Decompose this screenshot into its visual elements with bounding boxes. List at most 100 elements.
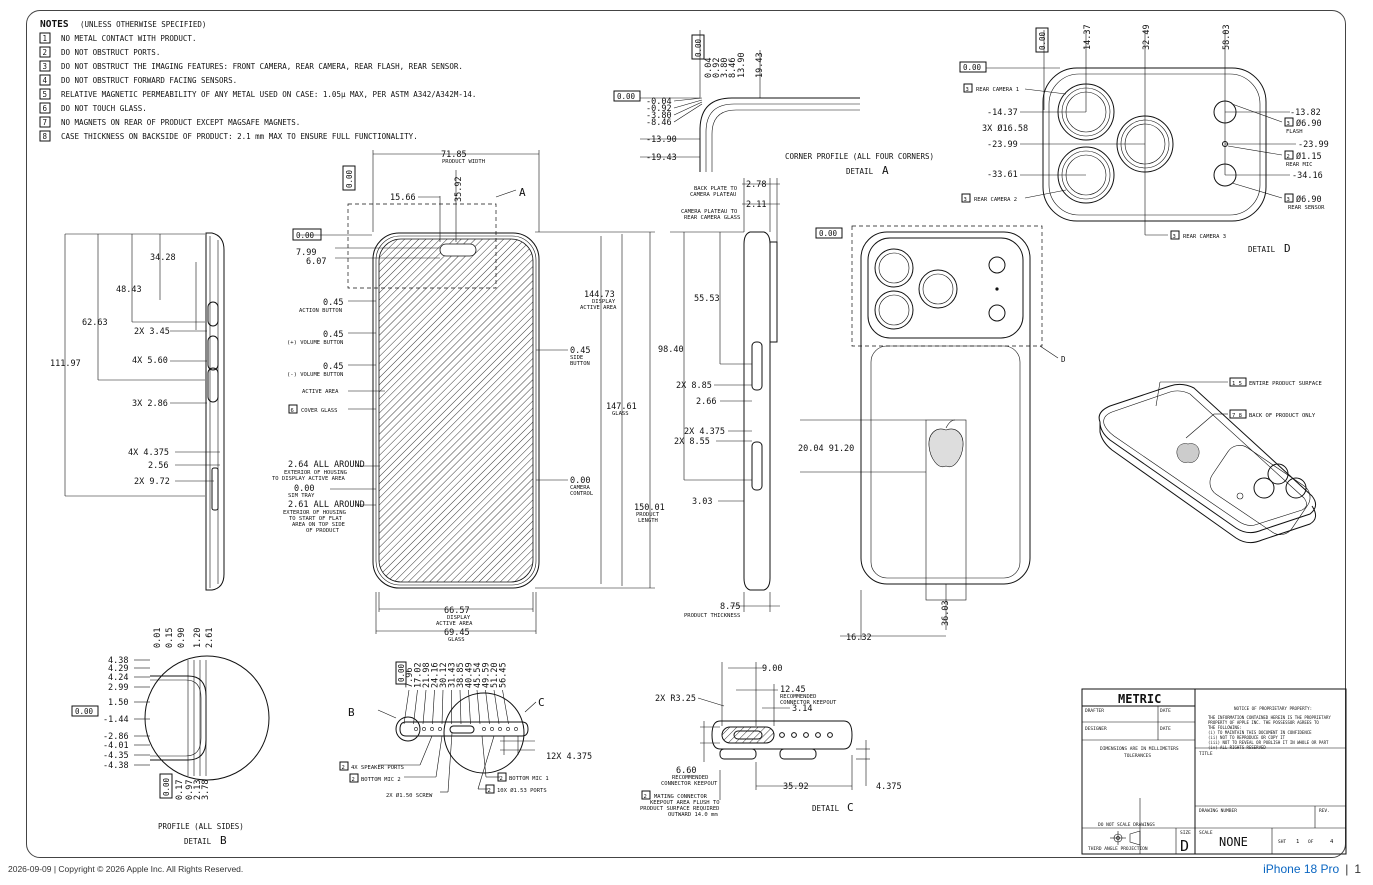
dim-6-60: 6.60: [676, 766, 696, 776]
dim-6-60-label-1: RECOMMENDED: [672, 775, 708, 781]
note-number: 3: [43, 62, 48, 71]
label-vol-up: (+) VOLUME BUTTON: [287, 340, 343, 346]
flash-dim: Ø6.90: [1296, 118, 1322, 129]
note-number: 1: [43, 34, 48, 43]
callout-1-text: ENTIRE PRODUCT SURFACE: [1249, 381, 1322, 387]
profile-left-dim: 1.50: [108, 698, 128, 708]
profile-bottom-dim: 2.13: [193, 780, 203, 800]
title-label: TITLE: [1199, 751, 1213, 757]
mic-num: 2: [1287, 154, 1290, 160]
zero-box: [395, 661, 407, 685]
leader-line: [673, 97, 703, 102]
profile-left-dim: -4.01: [103, 741, 129, 751]
dim-line: [403, 689, 410, 725]
note-number: 8: [43, 132, 48, 141]
thickness-view: 2.78 BACK PLATE TO CAMERA PLATEAU 2.11 C…: [658, 178, 780, 619]
detail-label: DETAIL: [812, 804, 840, 813]
profile-left-dim: -4.38: [103, 761, 129, 771]
rear-camera-2: [874, 290, 914, 330]
iso-camera: [1285, 477, 1307, 499]
dim-2-78: 2.78: [746, 180, 766, 190]
label-cover-glass: COVER GLASS: [301, 408, 337, 414]
mic-label: REAR MIC: [1286, 162, 1313, 168]
mic-port-hole: [506, 727, 510, 731]
dim-14-37: 14.37: [1083, 24, 1093, 50]
dim-12-45-label-2: CONNECTOR KEEPOUT: [780, 700, 837, 706]
mating-num: 2: [644, 794, 647, 800]
label-cam-ctrl-2: CONTROL: [570, 491, 594, 497]
size-value: D: [1180, 837, 1189, 855]
dim-side-btn: 0.45: [570, 346, 590, 356]
leader-line: [673, 101, 703, 116]
third-angle-projection-icon: [1110, 830, 1141, 846]
detail-c-marker: C: [538, 696, 545, 709]
callout-2-nums: 7 8: [1232, 413, 1242, 419]
zero-label: 0.00: [345, 169, 354, 188]
bottom-top-dim: 38.85: [456, 662, 466, 688]
dim-side-2: 48.43: [116, 285, 142, 295]
bottom-top-dim: 49.59: [482, 662, 492, 688]
profile-top-dim: 2.61: [205, 628, 215, 648]
note-number: 4: [43, 76, 48, 85]
label-active-area: ACTIVE AREA: [302, 389, 339, 395]
label-side-btn-1: SIDE: [570, 355, 583, 361]
zero-label: 0.00: [75, 707, 94, 716]
rear-camera-1: [874, 248, 914, 288]
iso-apple-logo-icon: [1176, 443, 1200, 463]
iso-camera: [1253, 477, 1275, 499]
mic2-label: BOTTOM MIC 2: [361, 777, 401, 783]
dim-side-3: 62.63: [82, 318, 108, 328]
speaker-port-hole: [414, 727, 418, 731]
iso-camera: [1267, 463, 1289, 485]
profile-left-dim: 4.29: [108, 664, 128, 674]
profile-curve: [150, 675, 207, 761]
profile-left-dim: -2.86: [103, 732, 129, 742]
label-len-2: LENGTH: [638, 518, 658, 524]
dim-98-40: 98.40: [658, 345, 684, 355]
bottom-top-dim: 40.49: [465, 662, 475, 688]
connector-keepout: [721, 726, 775, 744]
notice-line: (i) TO MAINTAIN THIS DOCUMENT IN CONFIDE…: [1208, 730, 1312, 735]
label-2-78-2: CAMERA PLATEAU: [690, 192, 736, 198]
mating-label-4: OUTWARD 14.0 mm: [668, 812, 718, 818]
date-label: DATE: [1160, 726, 1171, 732]
drafter-label: DRAFTER: [1085, 708, 1104, 714]
drawing-number-label: DRAWING NUMBER: [1199, 808, 1237, 814]
camera-plateau-rear: [867, 237, 1024, 339]
dim-side-8: 4X 4.375: [128, 448, 169, 458]
speaker-label: 4X SPEAKER PORTS: [351, 765, 404, 771]
iso-housing: [1098, 383, 1316, 534]
bottom-top-dim: 51.20: [490, 662, 500, 688]
sensor-num: 3: [1287, 197, 1290, 203]
label-cam-ctrl-1: CAMERA: [570, 485, 591, 491]
profile-left-dim: -4.35: [103, 751, 129, 761]
zero-box: [292, 228, 322, 241]
dim-ext: 2.64 ALL AROUND: [288, 460, 365, 470]
dim-35-92-c: 35.92: [783, 782, 809, 792]
port-hole: [779, 732, 785, 738]
designer-label: DESIGNER: [1085, 726, 1107, 732]
detail-label: DETAIL: [846, 167, 874, 176]
detail-d-marker: D: [1061, 355, 1066, 364]
leader-line: [495, 189, 517, 198]
dim-flat: 2.61 ALL AROUND: [288, 500, 365, 510]
mic1-num: 2: [500, 776, 503, 782]
label-disp-h-1: DISPLAY: [592, 299, 616, 305]
dim-58-03: 58.03: [1222, 24, 1232, 50]
button-shape: [751, 441, 763, 491]
corner-profile-detail-a: 0.00 0.00 -0.04-0.92-3.80-8.46-13.90-19.…: [613, 30, 934, 177]
note-box: [497, 772, 507, 782]
leader-line: [1231, 182, 1283, 199]
corner-curve: [705, 103, 860, 172]
title-block: METRIC DRAFTER DATE DESIGNER DATE DIMENS…: [1081, 688, 1347, 855]
dim-3x-16-58: 3X Ø16.58: [982, 123, 1028, 134]
rev-label: REV.: [1319, 808, 1330, 814]
detail-a-marker: A: [519, 186, 526, 199]
corner-left-dim: -0.92: [646, 104, 672, 114]
bottom-top-dim: 21.98: [422, 662, 432, 688]
note-box: [1170, 230, 1180, 240]
leader-line: [673, 103, 703, 123]
label-action: ACTION BUTTON: [299, 308, 342, 314]
note-box: [288, 404, 298, 414]
label-product-width: PRODUCT WIDTH: [442, 159, 485, 165]
